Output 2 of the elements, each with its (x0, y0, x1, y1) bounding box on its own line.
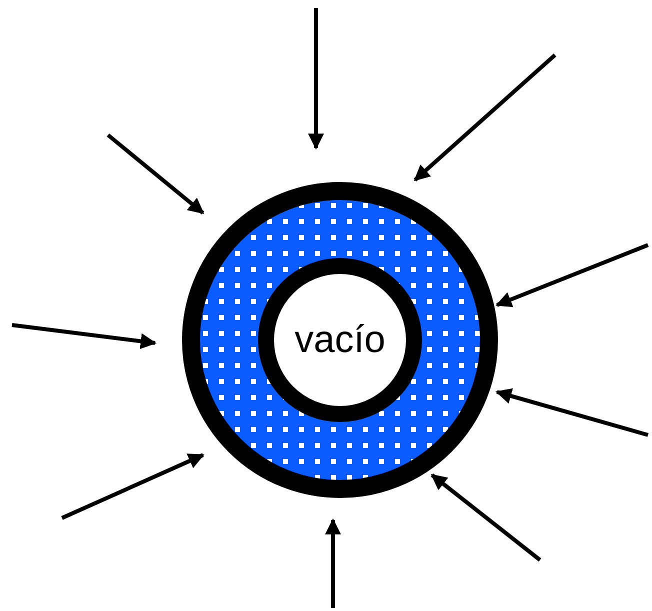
dotted-ring (182, 182, 498, 498)
vacuum-label: vacío (294, 318, 386, 362)
